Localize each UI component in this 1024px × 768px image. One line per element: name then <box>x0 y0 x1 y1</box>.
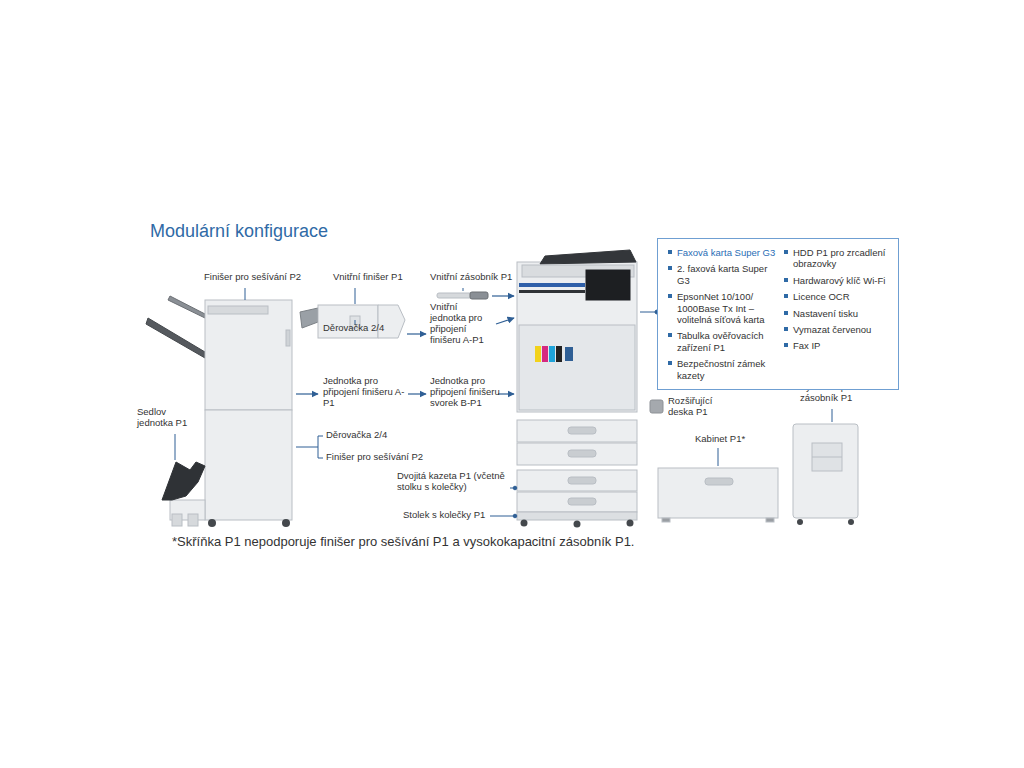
double-cassette <box>517 492 637 512</box>
footnote: *Skříňka P1 nepodporuje finišer pro seší… <box>172 534 634 549</box>
option-item: EpsonNet 10/100/ 1000Base Tx Int – volit… <box>668 291 776 325</box>
ink-black <box>556 346 562 362</box>
part-label: Kabinet P1* <box>695 434 745 445</box>
inner-finisher <box>318 305 378 338</box>
double-cassette <box>517 470 637 491</box>
control-panel <box>586 270 630 300</box>
output-tray <box>168 296 205 318</box>
part-label: Jednotka pro připojení finišeru A-P1 <box>323 376 407 409</box>
option-item: 2. faxová karta Super G3 <box>668 263 776 286</box>
option-item: Hardwarový klíč Wi-Fi <box>784 275 890 286</box>
inner-finisher-tray <box>300 308 318 328</box>
option-item: Fax IP <box>784 340 890 351</box>
part-label: Stolek s kolečky P1 <box>403 510 485 521</box>
ink-cyan <box>549 346 555 362</box>
part-label: Rozšiřující deska P1 <box>668 396 730 418</box>
cabinet <box>658 468 778 518</box>
part-label: Finišer pro sešívání P2 <box>204 272 301 283</box>
saddle-unit-tray <box>162 462 205 500</box>
option-item: HDD P1 pro zrcadlení obrazovky <box>784 247 890 270</box>
high-capacity-tray <box>793 424 858 518</box>
option-item: Bezpečnostní zámek kazety <box>668 358 776 381</box>
caster-stand <box>517 512 637 520</box>
leader-lines <box>175 288 832 518</box>
options-box: Faxová karta Super G3 2. faxová karta Sup… <box>657 238 899 390</box>
expansion-board-icon <box>650 400 663 413</box>
option-column: HDD P1 pro zrcadlení obrazovkyHardwarový… <box>784 247 890 381</box>
option-item: Faxová karta Super G3 <box>668 247 776 258</box>
finisher-top <box>205 300 292 410</box>
part-label: Vnitřní jednotka pro připojení finišeru … <box>430 302 492 346</box>
option-item: Licence OCR <box>784 291 890 302</box>
part-label: Děrovačka 2/4 <box>323 323 384 334</box>
finisher-handle <box>286 330 290 346</box>
part-label: Vnitřní finišer P1 <box>333 272 403 283</box>
finisher-bottom <box>205 410 292 520</box>
inner-tray <box>437 293 487 298</box>
paper-drawer <box>517 443 637 465</box>
part-label: Vnitřní zásobník P1 <box>430 272 512 283</box>
diagram-title: Modulární konfigurace <box>150 221 328 242</box>
ink-magenta <box>542 346 548 362</box>
option-item: Tabulka ověřovacích zařízení P1 <box>668 330 776 353</box>
part-label: Sedlov jednotka P1 <box>137 407 199 429</box>
option-item: Nastavení tisku <box>784 308 890 319</box>
blue-strip <box>519 283 585 287</box>
part-label: Jednotka pro připojení finišeru svorek B… <box>430 376 500 409</box>
paper-drawer <box>517 420 637 442</box>
option-column: Faxová karta Super G3 2. faxová karta Sup… <box>668 247 776 381</box>
printer-body <box>517 262 637 412</box>
inner-finisher <box>378 305 405 338</box>
option-item: Vymazat červenou <box>784 324 890 335</box>
part-label: Děrovačka 2/4 <box>326 430 387 441</box>
document-feeder <box>540 250 636 264</box>
ink-yellow <box>535 346 541 362</box>
part-label: Finišer pro sešívání P2 <box>326 452 423 463</box>
finisher-lid <box>208 306 268 314</box>
part-label: Dvojitá kazeta P1 (včetně stolku s koleč… <box>397 471 507 493</box>
output-tray <box>146 318 205 358</box>
